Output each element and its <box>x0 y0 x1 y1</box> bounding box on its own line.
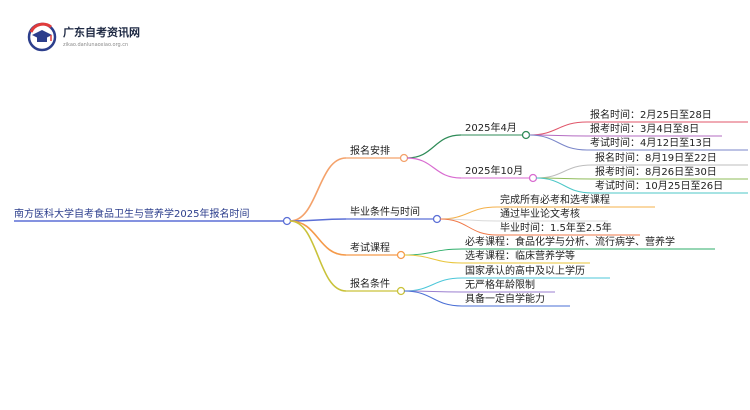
branch-label[interactable]: 毕业条件与时间 <box>350 205 420 218</box>
leaf-label[interactable]: 国家承认的高中及以上学历 <box>465 264 585 277</box>
root-topic[interactable]: 南方医科大学自考食品卫生与营养学2025年报名时间 <box>14 207 249 220</box>
leaf-connector <box>403 254 463 264</box>
leaf-connector <box>528 121 588 136</box>
leaf-connector <box>439 218 498 236</box>
leaf-connector <box>528 134 588 151</box>
subbranch-label[interactable]: 2025年10月 <box>465 164 523 177</box>
branch-node[interactable] <box>432 214 442 224</box>
leaf-label[interactable]: 报名时间：2月25日至28日 <box>590 108 712 121</box>
leaf-label[interactable]: 报名时间：8月19日至22日 <box>595 151 717 164</box>
leaf-label[interactable]: 考试时间：10月25日至26日 <box>595 179 723 192</box>
leaf-label[interactable]: 报考时间：3月4日至8日 <box>590 122 699 135</box>
branch-connector <box>289 220 347 256</box>
branch-connector <box>289 157 347 222</box>
subbranch-connector <box>406 157 462 179</box>
leaf-connector <box>439 206 498 220</box>
leaf-label[interactable]: 必考课程：食品化学与分析、流行病学、营养学 <box>465 235 675 248</box>
leaf-label[interactable]: 考试时间：4月12日至13日 <box>590 136 712 149</box>
leaf-label[interactable]: 具备一定自学能力 <box>465 292 545 305</box>
root-node[interactable] <box>282 216 292 226</box>
branch-node[interactable] <box>396 250 406 260</box>
leaf-label[interactable]: 报考时间：8月26日至30日 <box>595 165 717 178</box>
subbranch-node[interactable] <box>528 173 538 183</box>
leaf-label[interactable]: 完成所有必考和选考课程 <box>500 193 610 206</box>
site-logo[interactable]: 广东自考资讯网 zikao.danlunaoxiao.org.cn <box>27 18 167 58</box>
subbranch-label[interactable]: 2025年4月 <box>465 121 517 134</box>
leaf-connector <box>403 248 463 256</box>
leaf-label[interactable]: 无严格年龄限制 <box>465 278 535 291</box>
leaf-label[interactable]: 选考课程：临床营养学等 <box>465 249 575 262</box>
subbranch-node[interactable] <box>521 130 531 140</box>
leaf-label[interactable]: 毕业时间：1.5年至2.5年 <box>500 221 612 234</box>
branch-label[interactable]: 报名条件 <box>350 277 390 290</box>
leaf-label[interactable]: 通过毕业论文考核 <box>500 207 580 220</box>
branch-node[interactable] <box>399 153 409 163</box>
branch-connector <box>289 220 347 292</box>
leaf-connector <box>403 290 463 307</box>
branch-label[interactable]: 考试课程 <box>350 241 390 254</box>
branch-node[interactable] <box>396 286 406 296</box>
leaf-connector <box>403 277 463 292</box>
branch-label[interactable]: 报名安排 <box>350 144 390 157</box>
subbranch-connector <box>406 134 462 159</box>
graduation-cap-logo-icon <box>27 22 57 52</box>
leaf-connector <box>535 177 593 194</box>
logo-subtitle: zikao.danlunaoxiao.org.cn <box>63 42 129 48</box>
logo-title: 广东自考资讯网 <box>63 26 140 39</box>
leaf-connector <box>535 164 593 179</box>
